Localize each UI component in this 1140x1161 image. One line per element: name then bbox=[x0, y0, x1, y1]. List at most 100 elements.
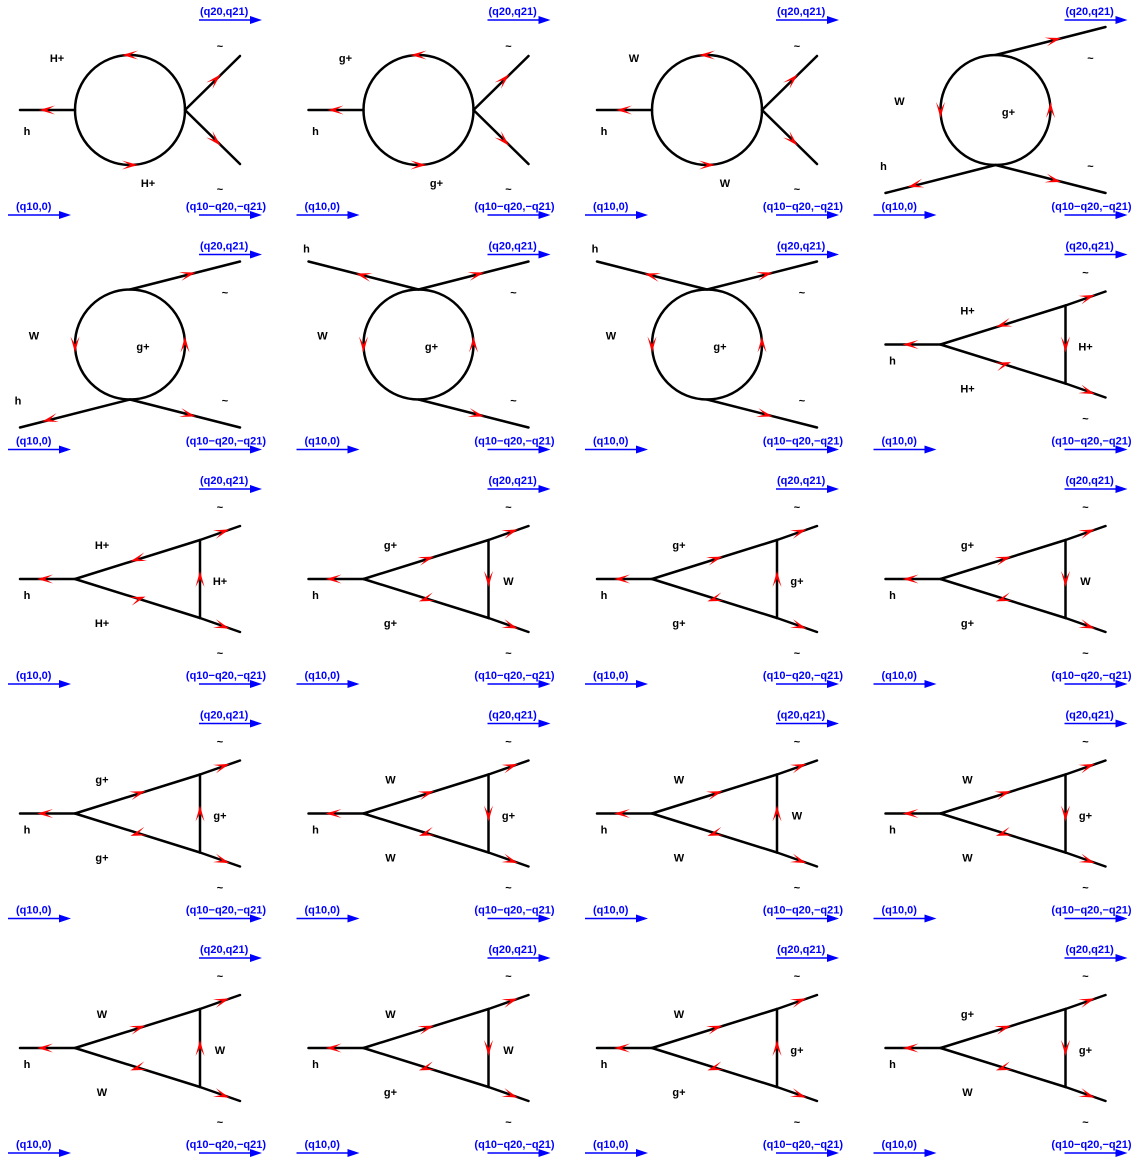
loop-arrow bbox=[699, 160, 715, 170]
loop-arrow bbox=[1046, 102, 1055, 118]
svg-text:(q20,q21): (q20,q21) bbox=[1066, 6, 1115, 18]
propagator-arrow bbox=[783, 131, 798, 146]
momentum-arrow-in: (q10,0) bbox=[873, 905, 937, 923]
external-line-out bbox=[417, 260, 530, 291]
external-line-out bbox=[487, 993, 530, 1011]
propagator-arrow bbox=[501, 1088, 519, 1098]
feynman-diagram: hg+g+W~~(q20,q21)(q10,0)(q10−q20,−q21) bbox=[873, 475, 1132, 688]
particle-label-out: ~ bbox=[1082, 1117, 1089, 1129]
momentum-arrow-out1: (q20,q21) bbox=[487, 710, 551, 728]
particle-label-out: ~ bbox=[1087, 53, 1094, 65]
momentum-arrow-out1: (q20,q21) bbox=[776, 475, 839, 493]
external-line-out bbox=[994, 163, 1107, 195]
loop-arrow bbox=[936, 102, 945, 118]
particle-label-loop: g+ bbox=[713, 342, 726, 354]
propagator-arrow bbox=[1078, 998, 1096, 1008]
propagator-arrow bbox=[783, 74, 798, 89]
propagator-arrow bbox=[325, 1043, 342, 1053]
propagator-arrow bbox=[902, 574, 919, 584]
propagator-arrow bbox=[195, 805, 205, 822]
propagator-arrow bbox=[212, 998, 230, 1008]
particle-label-loop: g+ bbox=[384, 540, 397, 552]
feynman-diagram: hWg+W~~(q20,q21)(q10,0)(q10−q20,−q21) bbox=[296, 944, 555, 1157]
particle-label-out: ~ bbox=[217, 971, 224, 983]
momentum-arrow-out1: (q20,q21) bbox=[1064, 944, 1128, 962]
propagator-arrow bbox=[494, 74, 510, 89]
particle-label-loop: g+ bbox=[384, 1087, 397, 1099]
particle-label-loop: H+ bbox=[95, 618, 109, 630]
loop-line-top bbox=[650, 773, 779, 815]
external-line-out bbox=[198, 993, 242, 1011]
loop-arrow bbox=[757, 336, 767, 353]
feynman-diagram: hWg+~~(q20,q21)(q10,0)(q10−q20,−q21) bbox=[8, 241, 266, 454]
propagator-arrow bbox=[1061, 1040, 1070, 1056]
momentum-arrow-in: (q10,0) bbox=[8, 1139, 71, 1157]
propagator-arrow bbox=[756, 272, 773, 281]
svg-text:(q10−q20,−q21): (q10−q20,−q21) bbox=[763, 905, 843, 917]
propagator-arrow bbox=[1078, 294, 1096, 305]
loop-arrow bbox=[699, 50, 715, 60]
propagator-arrow bbox=[789, 529, 807, 539]
svg-text:(q10,0): (q10,0) bbox=[305, 201, 341, 213]
svg-text:(q10−q20,−q21): (q10−q20,−q21) bbox=[186, 670, 266, 682]
propagator-arrow bbox=[772, 1040, 782, 1056]
svg-text:(q20,q21): (q20,q21) bbox=[777, 710, 826, 722]
particle-label-loop: W bbox=[385, 1009, 396, 1021]
loop-arrow bbox=[122, 160, 138, 170]
momentum-arrow-out2: (q10−q20,−q21) bbox=[186, 436, 266, 454]
momentum-arrow-in: (q10,0) bbox=[585, 436, 648, 454]
particle-label-out: ~ bbox=[217, 184, 224, 196]
particle-label-out: ~ bbox=[1087, 161, 1094, 173]
svg-text:(q10−q20,−q21): (q10−q20,−q21) bbox=[1051, 905, 1131, 917]
particle-label-loop: g+ bbox=[95, 853, 108, 865]
particle-label-h: h bbox=[15, 396, 22, 408]
momentum-arrow-out2: (q10−q20,−q21) bbox=[474, 670, 555, 688]
propagator-arrow bbox=[130, 552, 147, 562]
propagator-arrow bbox=[501, 529, 519, 539]
external-line-out bbox=[760, 54, 819, 112]
particle-label-ext: W bbox=[894, 96, 905, 108]
particle-label-loop: W bbox=[97, 1009, 108, 1021]
momentum-arrow-out1: (q20,q21) bbox=[1064, 710, 1128, 728]
propagator-arrow bbox=[501, 998, 519, 1008]
svg-text:(q10,0): (q10,0) bbox=[593, 201, 629, 213]
svg-text:(q20,q21): (q20,q21) bbox=[1066, 241, 1115, 253]
feynman-diagram: hg+Wg+~~(q20,q21)(q10,0)(q10−q20,−q21) bbox=[873, 944, 1132, 1157]
external-line-out bbox=[198, 851, 242, 868]
momentum-arrow-out1: (q20,q21) bbox=[487, 6, 551, 24]
loop-line-top bbox=[73, 1007, 202, 1050]
external-line-out bbox=[775, 616, 819, 634]
svg-text:(q10−q20,−q21): (q10−q20,−q21) bbox=[474, 905, 554, 917]
external-line-out bbox=[775, 993, 819, 1011]
propagator-arrow bbox=[484, 805, 493, 822]
momentum-arrow-in: (q10,0) bbox=[296, 905, 360, 923]
svg-text:(q20,q21): (q20,q21) bbox=[1066, 944, 1115, 956]
propagator-arrow bbox=[418, 1061, 436, 1071]
propagator-arrow bbox=[707, 826, 724, 836]
particle-label-loop: H+ bbox=[141, 178, 155, 190]
momentum-arrow-out1: (q20,q21) bbox=[487, 241, 551, 259]
external-line-out bbox=[760, 108, 819, 166]
propagator-arrow bbox=[212, 619, 230, 629]
propagator-arrow bbox=[614, 809, 630, 818]
propagator-arrow bbox=[995, 317, 1013, 327]
particle-label-loop: g+ bbox=[672, 618, 685, 630]
svg-text:(q20,q21): (q20,q21) bbox=[489, 944, 538, 956]
propagator-arrow bbox=[130, 826, 147, 836]
momentum-arrow-out1: (q20,q21) bbox=[1064, 241, 1128, 259]
particle-label-out: ~ bbox=[799, 288, 806, 300]
propagator-arrow bbox=[325, 809, 342, 818]
propagator-arrow bbox=[614, 1043, 630, 1053]
propagator-arrow bbox=[1078, 1088, 1096, 1098]
particle-label-out: ~ bbox=[1082, 737, 1089, 749]
propagator-arrow bbox=[789, 763, 807, 774]
external-line-out bbox=[183, 108, 242, 166]
svg-text:(q20,q21): (q20,q21) bbox=[489, 710, 538, 722]
momentum-arrow-in: (q10,0) bbox=[585, 905, 648, 923]
feynman-diagram: hg+g+g+~~(q20,q21)(q10,0)(q10−q20,−q21) bbox=[585, 475, 843, 688]
momentum-arrow-out2: (q10−q20,−q21) bbox=[186, 1139, 266, 1157]
particle-label-out: ~ bbox=[510, 396, 517, 408]
